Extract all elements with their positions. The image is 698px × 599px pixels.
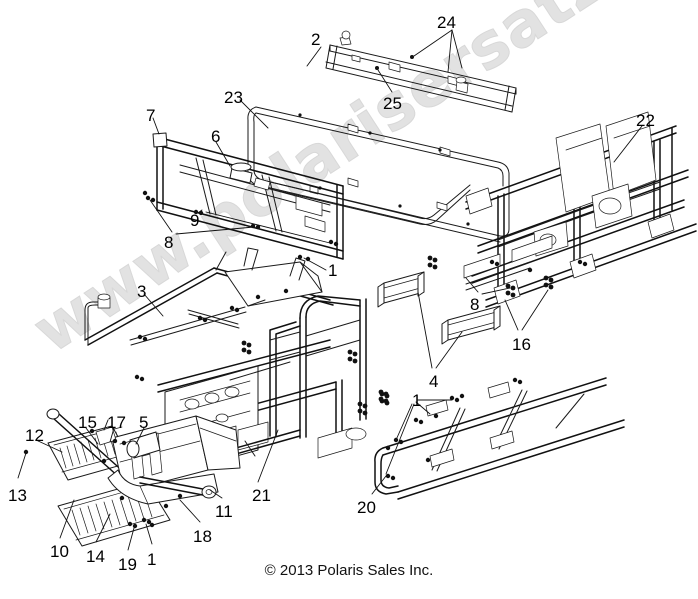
part-group-roof-rail-24-25 — [326, 31, 516, 112]
part-group-bulkhead-7-6-9-8 — [142, 133, 343, 259]
callout-17: 17 — [107, 413, 126, 432]
callout-19: 19 — [118, 555, 137, 574]
callout-5: 5 — [139, 413, 149, 432]
callout-24: 24 — [437, 13, 456, 32]
callout-1-bottom: 1 — [147, 550, 157, 569]
callout-6: 6 — [211, 127, 221, 146]
callout-22: 22 — [636, 111, 655, 130]
callout-7: 7 — [146, 106, 156, 125]
callout-18: 18 — [193, 527, 212, 546]
callout-21: 21 — [252, 486, 271, 505]
callout-13: 13 — [8, 486, 27, 505]
part-group-skid-plate-4-upper — [378, 272, 424, 307]
callout-1-right: 1 — [412, 391, 422, 410]
callout-8-left: 8 — [164, 233, 174, 252]
callout-4: 4 — [429, 372, 439, 391]
callout-20: 20 — [357, 498, 376, 517]
part-group-skid-plate-4-lower — [442, 306, 500, 344]
callout-1-upper: 1 — [328, 261, 338, 280]
callout-8-right: 8 — [470, 295, 480, 314]
callout-25: 25 — [383, 94, 402, 113]
callout-23: 23 — [224, 88, 243, 107]
fastener-clusters — [357, 255, 438, 416]
callout-15: 15 — [78, 413, 97, 432]
callout-16: 16 — [512, 335, 531, 354]
callout-12: 12 — [25, 426, 44, 445]
callout-9: 9 — [190, 211, 200, 230]
step-tread-pattern-lower — [72, 492, 152, 535]
callout-14: 14 — [86, 547, 105, 566]
copyright-notice: © 2013 Polaris Sales Inc. — [264, 562, 434, 579]
callout-3: 3 — [137, 282, 147, 301]
leader-lines — [18, 30, 642, 550]
part-group-front-bumper-assembly — [23, 409, 240, 546]
part-group-right-frame-22 — [464, 112, 696, 307]
callout-10: 10 — [50, 542, 69, 561]
part-group-ladder-frame-20 — [375, 378, 624, 499]
part-group-front-hoop-2-23 — [248, 107, 509, 242]
callout-2: 2 — [311, 30, 321, 49]
callout-11: 11 — [215, 502, 233, 521]
part-group-flat-frame-3 — [85, 248, 333, 345]
